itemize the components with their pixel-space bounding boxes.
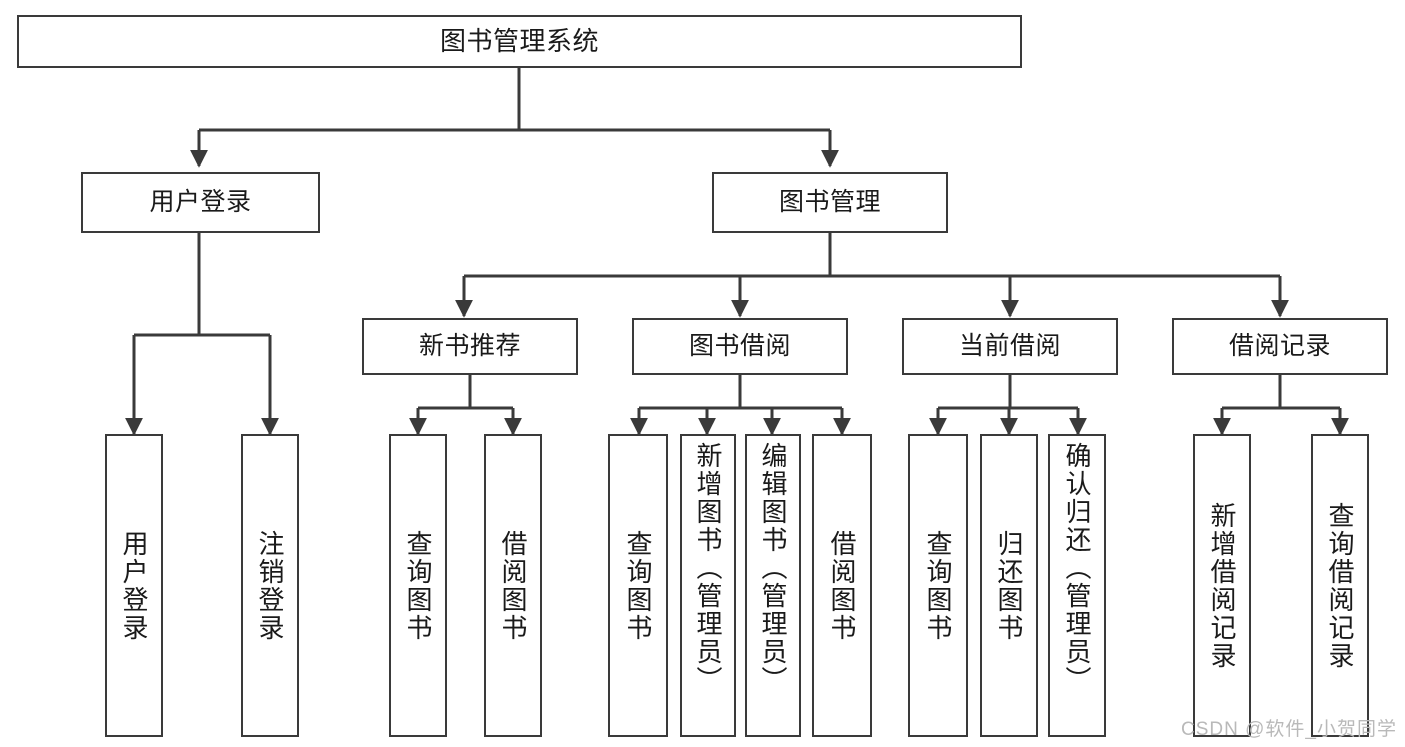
leaf-recommend-borrow-book[interactable]: 借阅图书 <box>484 434 542 737</box>
leaf-record-add-record[interactable]: 新增借阅记录 <box>1193 434 1251 737</box>
leaf-borrow-query-book[interactable]: 查询图书 <box>608 434 668 737</box>
node-borrow-record[interactable]: 借阅记录 <box>1172 318 1388 375</box>
node-label: 新增图书（管理员） <box>693 442 723 694</box>
node-book-management[interactable]: 图书管理 <box>712 172 948 233</box>
node-label: 借阅记录 <box>1228 331 1331 360</box>
node-label: 编辑图书（管理员） <box>758 442 788 694</box>
node-label: 注销登录 <box>255 529 285 642</box>
leaf-record-query-record[interactable]: 查询借阅记录 <box>1311 434 1369 737</box>
node-new-book-recommend[interactable]: 新书推荐 <box>362 318 578 375</box>
node-label: 查询图书 <box>623 529 653 642</box>
leaf-borrow-edit-book[interactable]: 编辑图书（管理员） <box>745 434 801 737</box>
node-label: 确认归还（管理员） <box>1062 442 1092 694</box>
leaf-borrow-borrow-book[interactable]: 借阅图书 <box>812 434 872 737</box>
node-label: 当前借阅 <box>958 331 1061 360</box>
node-label: 查询图书 <box>403 529 433 642</box>
leaf-recommend-query-book[interactable]: 查询图书 <box>389 434 447 737</box>
node-label: 图书管理 <box>778 187 881 216</box>
leaf-borrow-add-book[interactable]: 新增图书（管理员） <box>680 434 736 737</box>
node-book-borrow[interactable]: 图书借阅 <box>632 318 848 375</box>
node-label: 归还图书 <box>994 529 1024 642</box>
leaf-user-login-login[interactable]: 用户登录 <box>105 434 163 737</box>
node-user-login[interactable]: 用户登录 <box>81 172 320 233</box>
leaf-user-login-logout[interactable]: 注销登录 <box>241 434 299 737</box>
node-label: 图书管理系统 <box>439 26 599 57</box>
node-label: 查询借阅记录 <box>1325 501 1355 670</box>
node-label: 用户登录 <box>149 187 252 216</box>
node-label: 图书借阅 <box>688 331 791 360</box>
node-label: 查询图书 <box>923 529 953 642</box>
leaf-current-query-book[interactable]: 查询图书 <box>908 434 968 737</box>
watermark: CSDN @软件_小贺同学 <box>1181 719 1397 740</box>
leaf-current-return-book[interactable]: 归还图书 <box>980 434 1038 737</box>
node-label: 借阅图书 <box>827 529 857 642</box>
node-label: 新增借阅记录 <box>1207 501 1237 670</box>
node-label: 新书推荐 <box>418 331 521 360</box>
node-label: 借阅图书 <box>498 529 528 642</box>
node-label: 用户登录 <box>119 529 149 642</box>
node-current-borrow[interactable]: 当前借阅 <box>902 318 1118 375</box>
leaf-current-confirm-return[interactable]: 确认归还（管理员） <box>1048 434 1106 737</box>
node-root-system[interactable]: 图书管理系统 <box>17 15 1022 68</box>
